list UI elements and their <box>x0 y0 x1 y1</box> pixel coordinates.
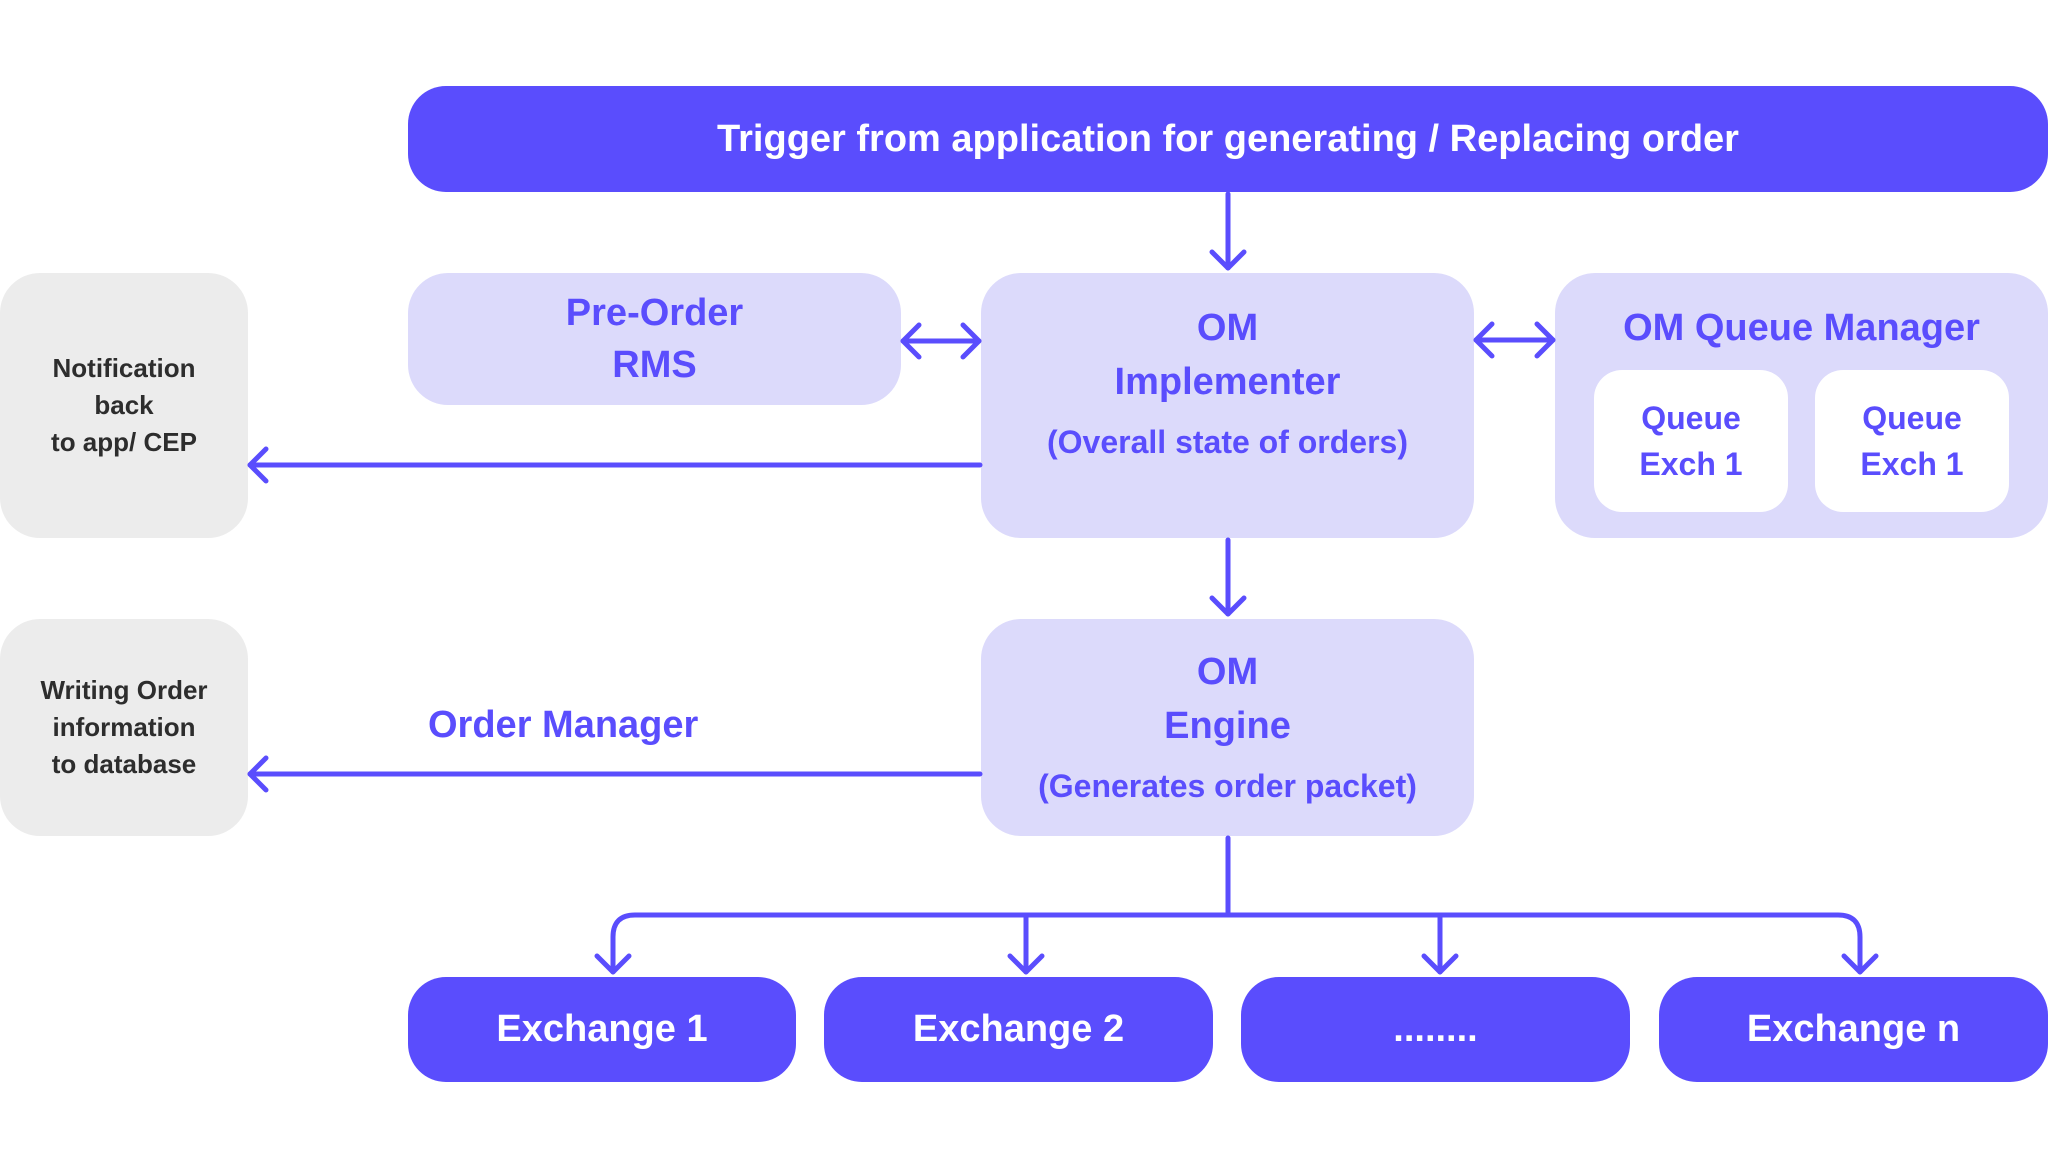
implementer-line3: (Overall state of orders) <box>1047 424 1408 460</box>
exchange-branch-bus <box>610 912 1863 975</box>
queue-1-line1: Queue <box>1641 400 1741 436</box>
engine-line2: Engine <box>1164 705 1291 747</box>
queue-1-line2: Exch 1 <box>1639 446 1743 482</box>
writing-order-box: Writing Order information to database <box>0 619 248 836</box>
trigger-bar: Trigger from application for generating … <box>408 86 2048 192</box>
arrowhead-exchange-ellipsis <box>1421 953 1459 975</box>
writing-line3: to database <box>51 749 197 779</box>
exchange-ellipsis-label: ........ <box>1393 1008 1478 1050</box>
order-manager-label: Order Manager <box>428 704 699 746</box>
arrowhead-exchange-1 <box>594 953 632 975</box>
writing-line2: information <box>52 712 196 742</box>
notification-box: Notification back to app/ CEP <box>0 273 248 538</box>
om-engine-box: OM Engine (Generates order packet) <box>981 619 1474 836</box>
arrowhead-implementer-left <box>1473 321 1495 359</box>
pre-order-line2: RMS <box>612 344 697 386</box>
exchange-ellipsis-box: ........ <box>1241 977 1630 1082</box>
queue-2-line2: Exch 1 <box>1860 446 1964 482</box>
queue-exch-1-box: Queue Exch 1 <box>1594 370 1788 512</box>
exchange-n-label: Exchange n <box>1746 1008 1961 1050</box>
pre-order-rms-box: Pre-Order RMS <box>408 273 901 405</box>
engine-line1: OM <box>1196 651 1259 693</box>
arrowhead-exchange-2 <box>1007 953 1045 975</box>
arrowhead-engine <box>1209 595 1247 617</box>
om-implementer-box: OM Implementer (Overall state of orders) <box>981 273 1474 538</box>
arrowhead-exchange-n <box>1841 953 1879 975</box>
exchange-1-box: Exchange 1 <box>408 977 796 1082</box>
arrowhead-preorder-left <box>900 322 922 360</box>
arrowhead-queue-right <box>1534 321 1556 359</box>
engine-line3: (Generates order packet) <box>1038 768 1417 804</box>
exchange-2-label: Exchange 2 <box>912 1008 1125 1050</box>
queue-exch-2-box: Queue Exch 1 <box>1815 370 2009 512</box>
arrowhead-implementer-right <box>960 322 982 360</box>
exchange-2-box: Exchange 2 <box>824 977 1213 1082</box>
arrowhead-trigger-to-implementer <box>1209 249 1247 271</box>
implementer-line1: OM <box>1196 307 1259 349</box>
queue-manager-title: OM Queue Manager <box>1623 307 1980 349</box>
notification-line1: Notification <box>52 353 196 383</box>
pre-order-line1: Pre-Order <box>565 292 744 334</box>
writing-line1: Writing Order <box>40 675 208 705</box>
notification-line3: to app/ CEP <box>51 427 197 457</box>
trigger-label: Trigger from application for generating … <box>717 117 1739 160</box>
exchange-n-box: Exchange n <box>1659 977 2048 1082</box>
arrowhead-writing <box>247 755 269 793</box>
queue-2-line1: Queue <box>1862 400 1962 436</box>
implementer-line2: Implementer <box>1114 361 1341 403</box>
notification-line2: back <box>94 390 154 420</box>
arrowhead-notification <box>247 446 269 484</box>
exchange-1-label: Exchange 1 <box>496 1008 708 1050</box>
